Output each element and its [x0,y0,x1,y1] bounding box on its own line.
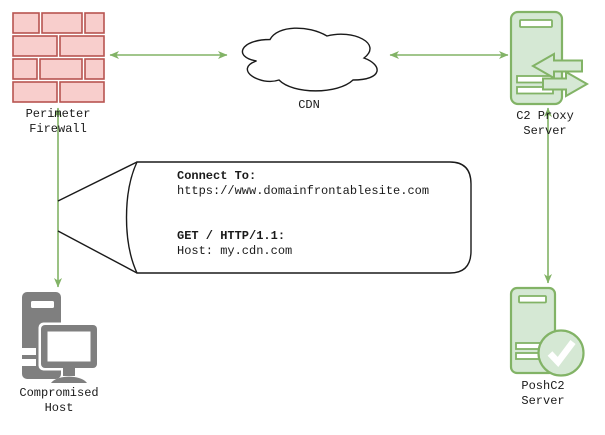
callout-request-title: GET / HTTP/1.1: [177,229,286,243]
node-label-perimeter-firewall: Perimeter Firewall [25,107,91,136]
node-poshc2-server [508,286,600,380]
callout-connect-value: https://www.domainfrontablesite.com [177,184,430,198]
node-label-c2-proxy-server: C2 Proxy Server [516,109,574,138]
callout-spacer [177,199,477,229]
proxy-server-icon [509,10,589,106]
desktop-computer-icon [22,292,100,383]
node-label-compromised-host: Compromised Host [19,386,99,415]
callout-text: Connect To: https://www.domainfrontables… [177,169,477,259]
node-compromised-host [19,290,101,384]
firewall-brick-wall-icon [12,12,105,103]
callout-request-value: Host: my.cdn.com [177,244,293,258]
callout-connect-title: Connect To: [177,169,257,183]
node-cdn [232,21,386,96]
node-perimeter-firewall [12,12,105,104]
node-label-poshc2-server: PoshC2 Server [521,379,565,408]
node-c2-proxy-server [509,10,589,106]
callout-bubble [57,161,472,274]
cloud-icon [241,27,378,92]
node-label-cdn: CDN [298,98,320,112]
server-check-icon [509,286,585,377]
